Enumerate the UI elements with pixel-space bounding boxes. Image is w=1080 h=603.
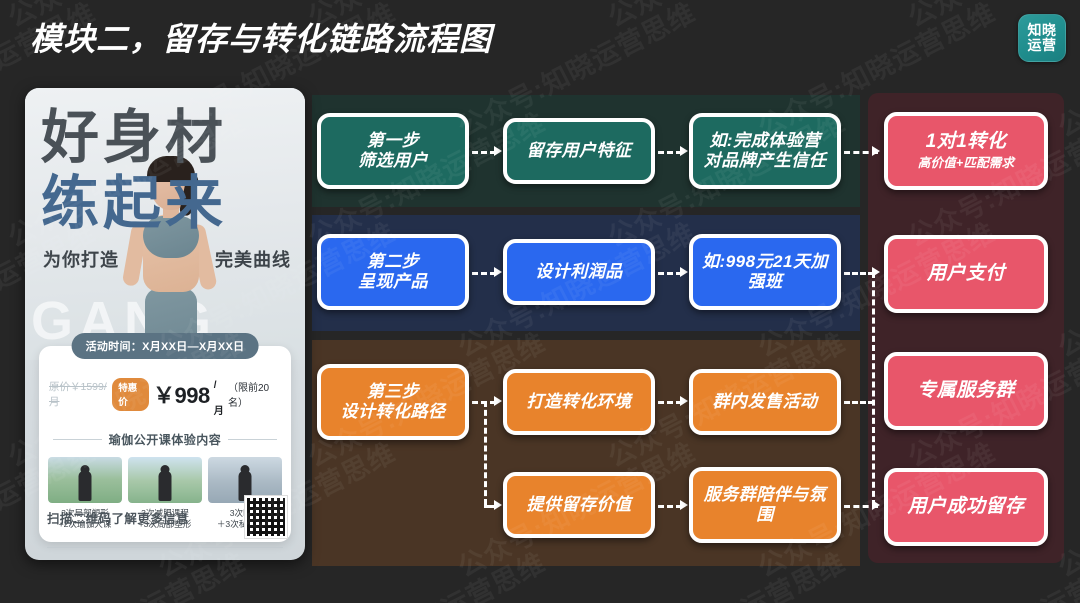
poster-subline-left: 为你打造 <box>43 250 119 270</box>
arrow-r2-2 <box>680 267 688 277</box>
connector-r2-1 <box>472 272 496 275</box>
poster-price-unit: /月 <box>213 380 224 417</box>
node-label: 提供留存价值 <box>526 494 632 514</box>
course-caption-2: 3次减肥课程 +3次局部塑形 <box>128 508 202 530</box>
course-caption-1: 3次局部塑形 +2次瑜伽大课 <box>48 508 122 530</box>
poster-hero: GANG 好身材 练起来 为你打造 完美曲线 <box>25 88 305 360</box>
node-label: 专属服务群 <box>917 379 1015 401</box>
watermark-text: 公众号:知晓运营思维 <box>600 0 851 35</box>
node-label: 群内发售活动 <box>712 391 818 411</box>
node-label: 呈现产品 <box>358 272 428 291</box>
course-image-1 <box>48 457 122 503</box>
connector-r1-1 <box>472 151 496 154</box>
arrow-r1-3 <box>872 146 880 156</box>
poster-limit-note: （限前20名） <box>227 383 270 409</box>
poster-price-row: 原价￥1599/月 特惠价 ￥998 /月 （限前20名） <box>49 368 281 420</box>
node-label: 如:完成体验营 <box>709 130 821 150</box>
poster-section-title: 瑜伽公开课体验内容 <box>53 431 278 448</box>
arrow-r1-2 <box>680 146 688 156</box>
arrow-r3-2 <box>680 396 688 406</box>
node-build-conversion-env[interactable]: 打造转化环境 <box>503 369 655 435</box>
arrow-res-2 <box>872 267 880 277</box>
node-label: 1对1转化 <box>925 131 1007 153</box>
node-label: 强班 <box>747 272 783 291</box>
logo-line-1: 知晓 <box>1027 22 1057 38</box>
poster-bottom-divider <box>47 547 283 548</box>
node-label: 设计利润品 <box>535 261 623 281</box>
course-image-3 <box>208 457 282 503</box>
node-label: 第三步 <box>366 381 420 401</box>
poster-old-price: 原价￥1599/月 <box>49 381 107 408</box>
page-title: 模块二，留存与转化链路流程图 <box>30 21 493 57</box>
poster-date-badge: 活动时间：X月XX日—X月XX日 <box>71 333 259 359</box>
node-result-one-to-one[interactable]: 1对1转化 高价值+匹配需求 <box>884 112 1048 190</box>
course-caption-1-l2: +2次瑜伽大课 <box>58 519 112 529</box>
node-trust-brand[interactable]: 如:完成体验营 对品牌产生信任 <box>689 113 841 189</box>
node-label: 第二步 <box>366 251 420 271</box>
arrow-r2-1 <box>494 267 502 277</box>
arrow-r4-1 <box>680 500 688 510</box>
connector-r4-2 <box>844 505 878 508</box>
poster-qr-text: 扫描二维码了解更多信息 <box>47 511 189 526</box>
arrow-r4-2 <box>872 500 880 510</box>
node-label: 用户支付 <box>926 262 1005 284</box>
connector-r2-2 <box>658 272 682 275</box>
node-profit-product[interactable]: 设计利润品 <box>503 239 655 305</box>
poster-new-price: ￥998 <box>153 383 210 408</box>
connector-r3-2 <box>658 401 682 404</box>
connector-r1-2 <box>658 151 682 154</box>
node-label: 筛选用户 <box>358 151 428 170</box>
node-label: 服务群陪伴与氛 <box>703 484 827 504</box>
poster-sale-tag: 特惠价 <box>112 377 150 411</box>
brand-logo: 知晓 运营 <box>1018 14 1066 62</box>
model-illustration <box>121 156 229 360</box>
node-group-sale-event[interactable]: 群内发售活动 <box>689 369 841 435</box>
node-label: 打造转化环境 <box>526 391 632 411</box>
arrow-r1-1 <box>494 146 502 156</box>
course-image-2 <box>128 457 202 503</box>
logo-line-2: 运营 <box>1027 37 1057 53</box>
poster-headline-1: 好身材 <box>41 105 228 170</box>
node-label: 设计转化路径 <box>340 402 446 421</box>
node-label: 用户成功留存 <box>907 495 1025 517</box>
poster-headline-2: 练起来 <box>41 171 228 236</box>
node-step2-present-product[interactable]: 第二步 呈现产品 <box>317 234 469 310</box>
connector-r4-1 <box>658 505 682 508</box>
node-label: 对品牌产生信任 <box>703 151 827 170</box>
node-998-course[interactable]: 如:998元21天加 强班 <box>689 234 841 310</box>
connector-r1-3 <box>844 151 878 154</box>
node-sublabel: 高价值+匹配需求 <box>917 155 1015 170</box>
course-caption-2-l1: 3次减肥课程 <box>141 508 189 518</box>
connector-results-trunk <box>872 272 875 506</box>
node-result-exclusive-group[interactable]: 专属服务群 <box>884 352 1048 430</box>
node-result-user-retained[interactable]: 用户成功留存 <box>884 468 1048 546</box>
arrow-r4-0 <box>494 500 502 510</box>
poster-qr-row: 扫描二维码了解更多信息 <box>47 496 287 538</box>
node-label: 如:998元21天加 <box>702 251 828 271</box>
node-service-group-companion[interactable]: 服务群陪伴与氛 围 <box>689 467 841 543</box>
poster-thumb: 3次减肥课程 +3次局部塑形 <box>128 457 202 530</box>
poster-thumb: 3次局部塑形 +2次瑜伽大课 <box>48 457 122 530</box>
arrow-r3-1 <box>494 396 502 406</box>
node-result-user-pay[interactable]: 用户支付 <box>884 235 1048 313</box>
course-caption-1-l1: 3次局部塑形 <box>61 508 109 518</box>
node-retention-traits[interactable]: 留存用户特征 <box>503 118 655 184</box>
poster-section-title-text: 瑜伽公开课体验内容 <box>108 433 222 447</box>
node-label: 留存用户特征 <box>526 140 632 160</box>
promo-poster: GANG 好身材 练起来 为你打造 完美曲线 活动时间：X月XX日—X月XX日 … <box>25 88 305 560</box>
node-step1-filter-users[interactable]: 第一步 筛选用户 <box>317 113 469 189</box>
poster-subline-right: 完美曲线 <box>215 250 291 270</box>
connector-branch-right <box>484 505 496 508</box>
node-provide-retention-value[interactable]: 提供留存价值 <box>503 472 655 538</box>
connector-r3-3 <box>844 401 874 404</box>
connector-branch-down <box>484 401 487 505</box>
poster-offer-card: 活动时间：X月XX日—X月XX日 原价￥1599/月 特惠价 ￥998 /月 （… <box>39 333 291 542</box>
node-step3-conversion-path[interactable]: 第三步 设计转化路径 <box>317 364 469 440</box>
connector-r2-3 <box>844 272 874 275</box>
node-label: 第一步 <box>366 130 420 150</box>
qr-code-icon <box>245 496 287 538</box>
node-label: 围 <box>756 505 774 524</box>
course-caption-2-l2: +3次局部塑形 <box>138 519 192 529</box>
